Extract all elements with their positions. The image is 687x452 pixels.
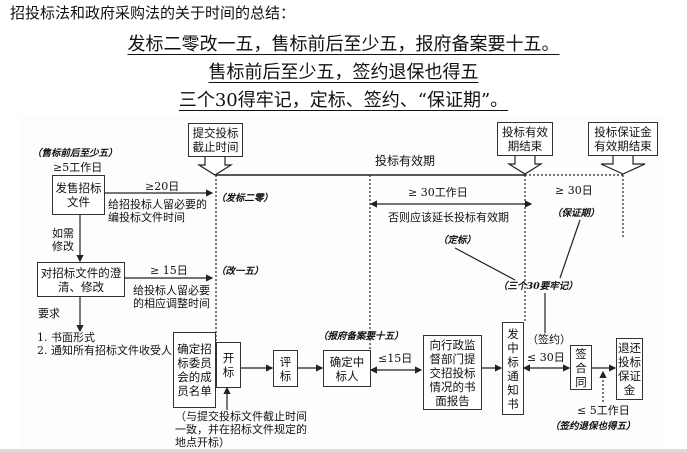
max-30-days: ≤ 30日 <box>527 351 565 364</box>
note-three-30: （三个30要牢记） <box>498 281 578 292</box>
min-30-workdays: ≥ 30工作日 <box>408 186 468 199</box>
note-sale: （售标前后至少五） <box>32 148 118 159</box>
note-20: （发标二零） <box>216 193 274 204</box>
min-20-days: ≥20日 <box>145 180 180 193</box>
header-title: 招投标法和政府采购法的关于时间的总结： <box>10 4 296 22</box>
requirement-label: 要求 <box>38 307 60 320</box>
bottom-edge <box>0 449 687 452</box>
min-5-workdays: ≥5工作日 <box>53 161 103 174</box>
requirement-items: 1. 书面形式 2. 通知所有招标文件收受人 <box>37 331 172 357</box>
min-15-days: ≥ 15日 <box>150 264 188 277</box>
report-box: 向行政监督部门提交招投标情况的书面报告 <box>423 335 482 410</box>
text-15: 给投标人留必要的相应调整时间 <box>133 284 210 310</box>
if-modify: 如需修改 <box>52 227 74 253</box>
max-15-days: ≤15日 <box>378 352 413 365</box>
note-sign: （签约） <box>527 333 571 346</box>
winner-box: 确定中标人 <box>323 350 371 387</box>
sell-docs-box: 发售招标文件 <box>52 175 105 215</box>
note-report: （报府备案要十五） <box>318 331 404 342</box>
extend-validity-text: 否则应该延长投标有效期 <box>388 211 509 224</box>
text-20: 给招投标人留必要的编投标文件时间 <box>108 198 207 224</box>
contract-box: 签合同 <box>570 345 592 390</box>
summary-line-2-text: 售标前后至少五，签约退保也得五 <box>208 62 479 83</box>
note-15: （改一五） <box>216 266 264 277</box>
clarify-box: 对招标文件的澄清、修改 <box>37 262 125 297</box>
min-30-days: ≥ 30日 <box>555 184 593 197</box>
open-bid-note: （与提交投标文件截止时间一致，并在招标文件规定的地点开标） <box>175 410 307 449</box>
deposit-end-box: 投标保证金有效期结束 <box>588 122 658 156</box>
note-refund: （签约退保也得五） <box>550 421 636 432</box>
summary-line-1: 发标二零改一五，售标前后至少五，报府备案要十五。 <box>0 30 687 56</box>
summary-line-3-text: 三个30得牢记，定标、签约、“保证期”。 <box>178 90 509 111</box>
summary-line-1-text: 发标二零改一五，售标前后至少五，报府备案要十五。 <box>127 34 560 55</box>
evaluate-box: 评标 <box>273 350 298 387</box>
summary-line-3: 三个30得牢记，定标、签约、“保证期”。 <box>0 86 687 112</box>
note-award: （定标） <box>438 235 477 246</box>
refund-deposit-box: 退还投标保证金 <box>616 338 643 400</box>
committee-box: 确定招标委员会的成员名单 <box>173 332 216 408</box>
max-5-workdays: ≤ 5工作日 <box>577 404 630 417</box>
bid-deadline-box: 提交投标截止时间 <box>188 123 243 157</box>
open-bid-box: 开标 <box>216 342 241 388</box>
bidding-timeline-diagram <box>20 115 665 452</box>
validity-end-box: 投标有效期结束 <box>497 122 553 156</box>
validity-label: 投标有效期 <box>375 154 436 168</box>
note-guarantee: （保证期） <box>552 208 600 219</box>
award-notice-box: 发中标通知书 <box>502 322 524 415</box>
summary-line-2: 售标前后至少五，签约退保也得五 <box>0 58 687 84</box>
